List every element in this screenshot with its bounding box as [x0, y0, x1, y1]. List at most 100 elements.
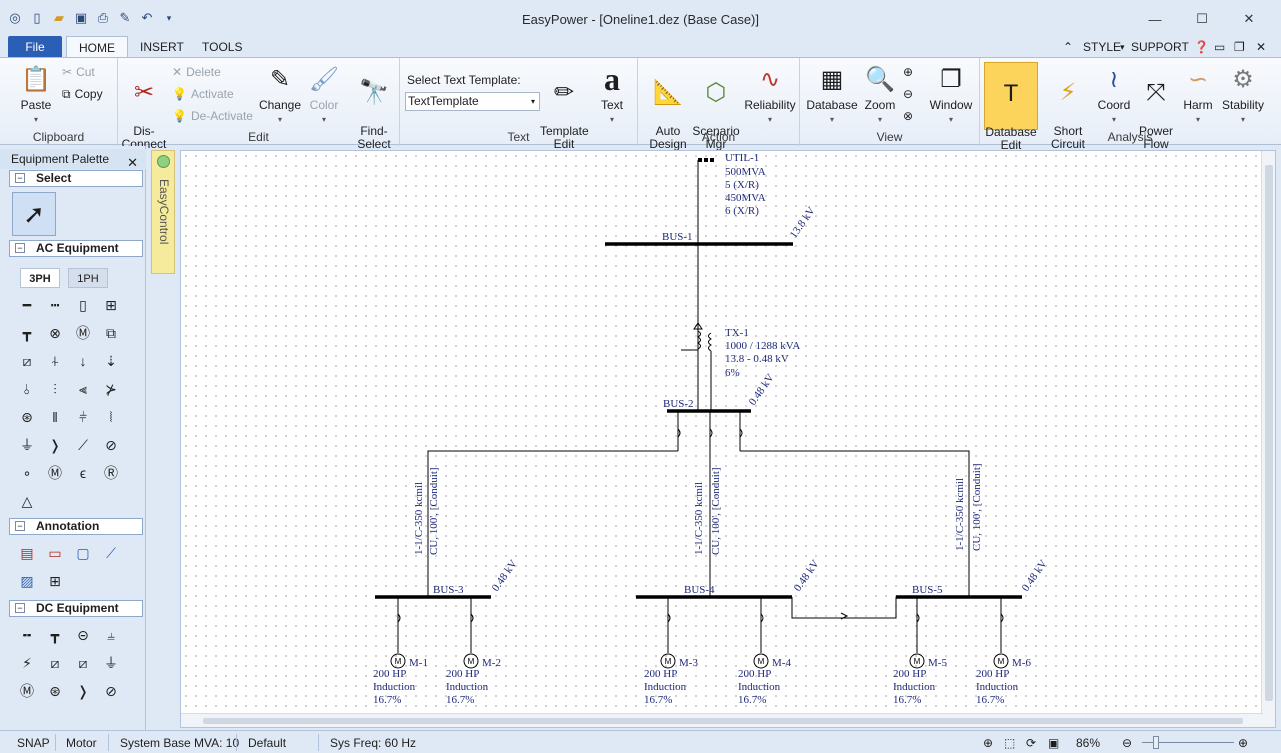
- load-icon[interactable]: ↓: [79, 353, 87, 369]
- lv-breaker-icon[interactable]: ❭: [49, 436, 61, 453]
- short-circuit-button[interactable]: ⚡ Short Circuit: [1044, 62, 1092, 151]
- zoom-select-icon[interactable]: ⬚: [1004, 736, 1016, 750]
- coil-icon[interactable]: ⦚: [109, 408, 113, 425]
- dc-load-icon[interactable]: ⏚: [104, 655, 118, 671]
- text-button[interactable]: a Text▾: [588, 62, 636, 126]
- motor-m6-icon[interactable]: [993, 653, 1009, 669]
- customize-toolbar-icon[interactable]: ▾: [166, 12, 172, 23]
- utility-symbol[interactable]: [698, 158, 714, 162]
- text-template-select[interactable]: TextTemplate▾: [405, 92, 540, 111]
- tab-1ph[interactable]: 1PH: [68, 268, 108, 288]
- help-icon[interactable]: ❓: [1194, 40, 1209, 54]
- annotation-table-icon[interactable]: ⊞: [49, 572, 61, 589]
- zoom-refresh-icon[interactable]: ⟳: [1026, 736, 1037, 750]
- dc-battery-icon[interactable]: ⫨: [107, 626, 115, 643]
- dc-meter-icon[interactable]: ⊝: [77, 626, 89, 643]
- panel-icon[interactable]: ▯: [79, 296, 87, 313]
- zoom-fit-icon[interactable]: ⊗: [903, 109, 914, 123]
- motor-starter-icon[interactable]: Ⓜ: [48, 465, 62, 481]
- minimize-button[interactable]: —: [1148, 11, 1162, 27]
- coord-button[interactable]: ≀ Coord▾: [1090, 62, 1138, 126]
- doc-restore-icon[interactable]: ❐: [1234, 40, 1245, 54]
- change-button[interactable]: ✎ Change▾: [256, 62, 304, 126]
- vertical-scrollbar[interactable]: [1261, 151, 1275, 727]
- filter-icon[interactable]: ⫶: [53, 380, 57, 397]
- cut-button[interactable]: ✂Cut: [62, 62, 95, 82]
- dc-bus-icon[interactable]: ╍: [22, 626, 32, 643]
- tab-file[interactable]: File: [8, 36, 62, 58]
- motor-m2-icon[interactable]: [463, 653, 479, 669]
- switch-icon[interactable]: ⟋: [78, 436, 88, 453]
- annotation-text-icon[interactable]: ▤: [20, 544, 34, 561]
- palette-section-annotation[interactable]: −Annotation: [9, 518, 143, 535]
- undo-icon[interactable]: ↶: [141, 10, 153, 25]
- deactivate-button[interactable]: 💡De-Activate: [172, 106, 253, 126]
- palette-section-dc[interactable]: −DC Equipment: [9, 600, 143, 617]
- dc-breaker-icon[interactable]: ❭: [77, 682, 89, 699]
- relay-r-icon[interactable]: Ⓡ: [104, 465, 118, 481]
- zoom-out-icon[interactable]: ⊖: [903, 87, 914, 101]
- switchboard-icon[interactable]: ⊞: [105, 296, 117, 313]
- zoom-slider-thumb[interactable]: [1153, 736, 1159, 749]
- busway-icon[interactable]: ‖: [52, 409, 58, 425]
- horizontal-scroll-thumb[interactable]: [203, 718, 1243, 724]
- vertical-scroll-thumb[interactable]: [1265, 165, 1273, 701]
- color-button[interactable]: 🖌 Color▾: [300, 62, 348, 126]
- copy-button[interactable]: ⧉Copy: [62, 84, 103, 104]
- generator-icon[interactable]: ⊗: [49, 324, 61, 341]
- pen-icon[interactable]: ✎: [119, 10, 131, 25]
- scenario-mgr-button[interactable]: ⬡ Scenario Mgr: [692, 62, 740, 151]
- capacitor-icon[interactable]: ⍭: [50, 352, 60, 369]
- dc-motor-icon[interactable]: Ⓜ: [20, 683, 34, 699]
- find-select-button[interactable]: 🔭 Find- Select: [350, 62, 398, 151]
- motor-m4-icon[interactable]: [753, 653, 769, 669]
- annotation-box-icon[interactable]: ▢: [76, 544, 90, 561]
- mcp-icon[interactable]: ∘: [22, 464, 32, 481]
- support-menu[interactable]: SUPPORT: [1131, 40, 1189, 54]
- zoom-in-icon[interactable]: ⊕: [903, 65, 914, 79]
- dc-ups-icon[interactable]: ⊛: [49, 682, 61, 699]
- ground-switch-icon[interactable]: ⊁: [105, 380, 117, 397]
- utility-icon[interactable]: ┳: [22, 324, 32, 341]
- style-dropdown-icon[interactable]: ▾: [1120, 42, 1125, 52]
- window-button[interactable]: ❐ Window▾: [924, 62, 978, 126]
- dc-charger-icon[interactable]: ⚡: [22, 654, 32, 671]
- harmonic-icon[interactable]: ⫷: [79, 380, 87, 397]
- motor-m5-icon[interactable]: [909, 653, 925, 669]
- collapse-ribbon-icon[interactable]: ⌃: [1063, 40, 1074, 54]
- tab-home[interactable]: HOME: [66, 36, 128, 58]
- zoom-in-button[interactable]: ⊕: [1238, 736, 1249, 750]
- annotation-image-icon[interactable]: ▨: [20, 572, 34, 589]
- doc-close-icon[interactable]: ✕: [1256, 40, 1267, 54]
- motor-m3-icon[interactable]: [660, 653, 676, 669]
- motor-m1-icon[interactable]: [390, 653, 406, 669]
- style-menu[interactable]: STYLE: [1083, 40, 1122, 54]
- activate-button[interactable]: 💡Activate: [172, 84, 234, 104]
- tie-icon[interactable]: ⫩: [78, 408, 88, 425]
- reactor-icon[interactable]: ⇣: [105, 352, 117, 369]
- easycontrol-tab[interactable]: EasyControl: [151, 150, 175, 274]
- harm-button[interactable]: ∽ Harm▾: [1174, 62, 1222, 126]
- motor-icon[interactable]: Ⓜ: [76, 325, 90, 341]
- dc-inverter-icon[interactable]: ⧄: [78, 654, 88, 671]
- ups-icon[interactable]: ⊛: [21, 408, 33, 425]
- doc-minimize-icon[interactable]: ▭: [1214, 40, 1226, 54]
- open-folder-icon[interactable]: ▰: [54, 10, 64, 25]
- new-file-icon[interactable]: ▯: [33, 10, 41, 25]
- tab-insert[interactable]: INSERT: [140, 40, 184, 54]
- vfd-icon[interactable]: ⧄: [22, 352, 32, 369]
- annotation-callout-icon[interactable]: ▭: [48, 544, 62, 561]
- triangle-ground-icon[interactable]: △: [21, 492, 33, 509]
- zoom-button[interactable]: 🔍 Zoom▾: [856, 62, 904, 126]
- surge-arrester-icon[interactable]: ⫰: [23, 380, 31, 397]
- maximize-button[interactable]: ☐: [1196, 11, 1208, 26]
- palette-section-select[interactable]: −Select: [9, 170, 143, 187]
- print-icon[interactable]: ⎙: [97, 10, 109, 25]
- relay-icon[interactable]: ϵ: [79, 465, 87, 481]
- database-edit-button[interactable]: T Database Edit: [984, 62, 1038, 152]
- auto-design-button[interactable]: 📐 Auto Design: [644, 62, 692, 151]
- fuse-icon[interactable]: ⊘: [105, 436, 117, 453]
- template-edit-button[interactable]: ✏ Template Edit: [540, 62, 589, 151]
- annotation-line-icon[interactable]: ⟋: [106, 544, 116, 561]
